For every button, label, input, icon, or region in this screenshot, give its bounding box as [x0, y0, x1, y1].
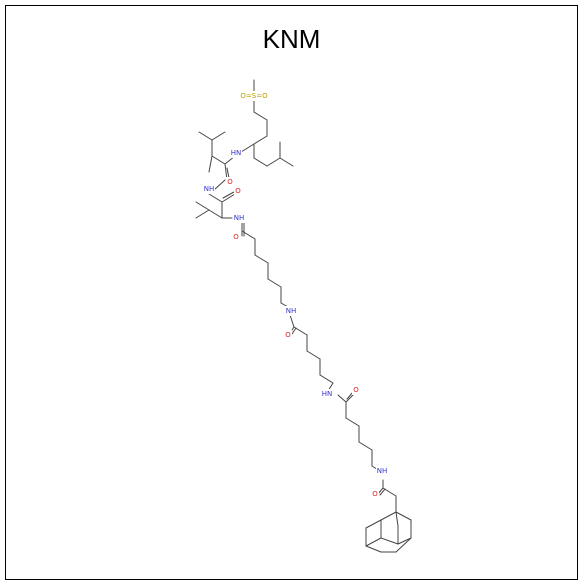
oxygen-label-6: O [372, 490, 378, 498]
atom-labels: O=S=O HN O NH O NH O NH O HN O NH [203, 91, 388, 499]
nh-label-4: NH [286, 307, 297, 315]
nh-label-1: HN [231, 149, 242, 157]
leucine-residue-2 [195, 191, 236, 219]
linker-chain-2 [289, 314, 334, 392]
oxygen-label-4: O [285, 331, 291, 339]
nh-label-6: NH [377, 467, 388, 475]
oxygen-label-3: O [233, 233, 239, 241]
linker-chain-1 [241, 221, 289, 308]
methylsulfonyl-group [253, 79, 268, 145]
nh-label-2: NH [204, 185, 215, 193]
nh-label-5: HN [322, 390, 333, 398]
molecule-structure: O=S=O HN O NH O NH O NH O HN O NH [195, 79, 412, 553]
linker-chain-3 [337, 391, 381, 472]
nh-label-3: NH [234, 214, 245, 222]
adamantyl-acetyl-group [365, 479, 412, 553]
oxygen-label-2: O [235, 187, 241, 195]
diagram-frame: KNM [5, 5, 578, 580]
oxygen-label-1: O [227, 178, 233, 186]
oxygen-label-5: O [353, 386, 359, 394]
molecule-title: KNM [262, 24, 321, 54]
methylsulfonyl-label: O=S=O [240, 92, 268, 100]
right-isobutyl-chain [240, 141, 294, 167]
